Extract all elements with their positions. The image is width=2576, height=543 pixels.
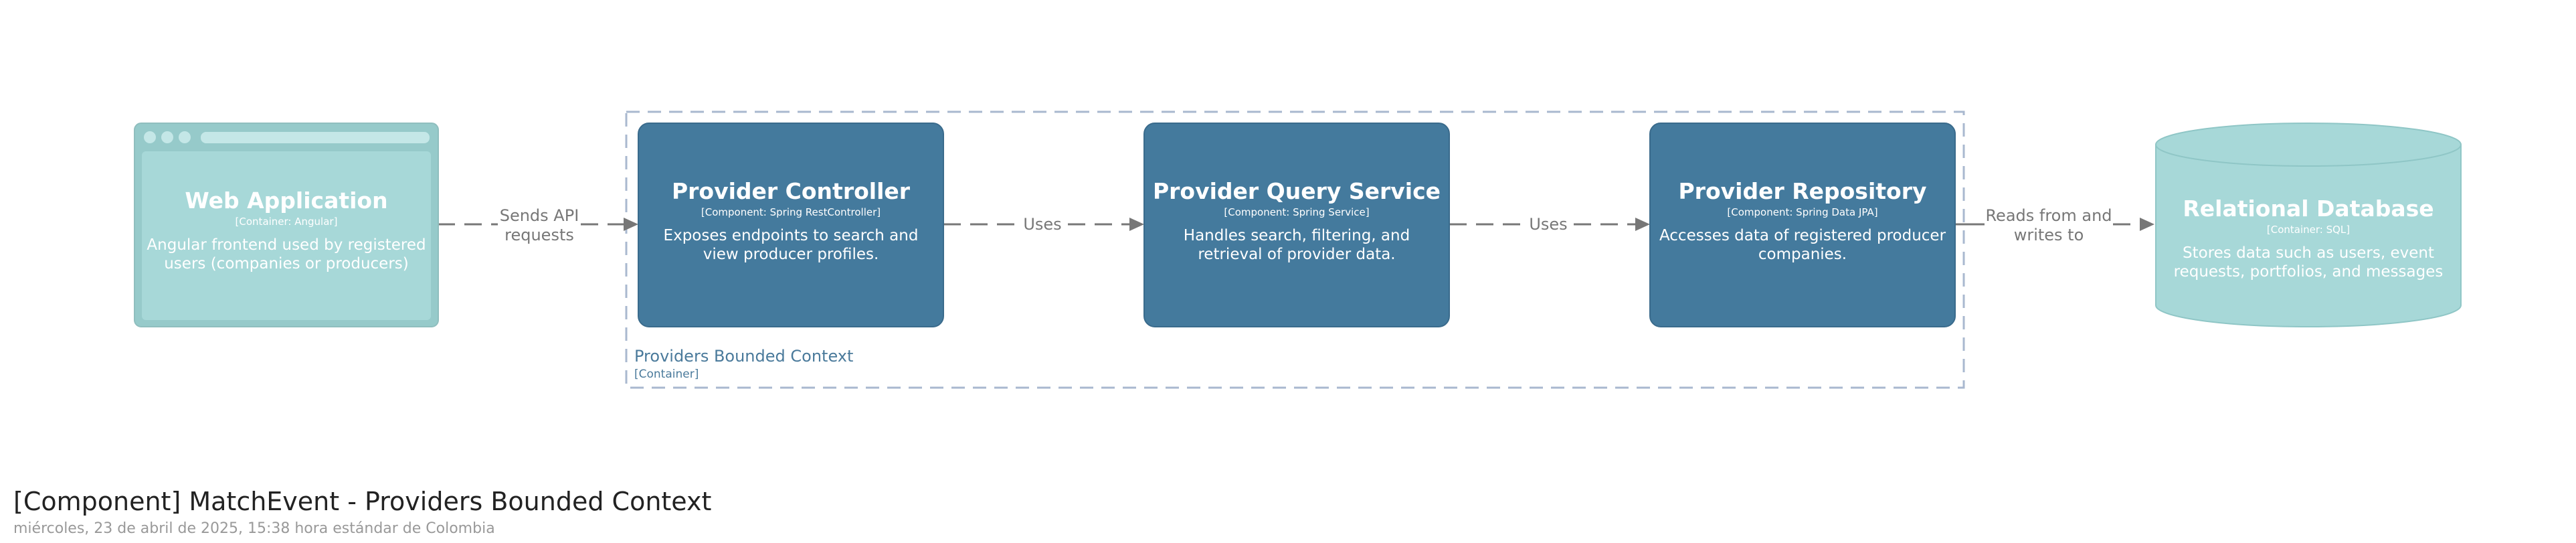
arrowhead-icon [1635, 218, 1650, 231]
node-title: Provider Controller [671, 178, 911, 204]
window-dot-icon [179, 131, 191, 143]
arrowhead-icon [1129, 218, 1144, 231]
node-title: Web Application [185, 187, 388, 214]
arrowhead-icon [624, 218, 638, 231]
window-dot-icon [144, 131, 156, 143]
edge-label-sends-api-requests: Sends API requests [499, 206, 579, 244]
node-description: Stores data such as users, event request… [2173, 244, 2444, 281]
node-technology: [Component: Spring Data JPA] [1727, 206, 1878, 218]
window-dot-icon [161, 131, 173, 143]
node-technology: [Component: Spring Service] [1224, 206, 1370, 218]
edge-label-uses: Uses [1529, 215, 1568, 234]
relational-database-node[interactable] [2155, 123, 2462, 327]
node-title: Provider Query Service [1152, 178, 1441, 204]
relational-database-text: Relational Database [Container: SQL] Sto… [2168, 196, 2449, 281]
node-description: Handles search, filtering, and retrieval… [1183, 227, 1410, 263]
node-technology: [Container: Angular] [235, 216, 338, 228]
edge-label-uses: Uses [1023, 215, 1062, 234]
web-application-text: Web Application [Container: Angular] Ang… [142, 187, 431, 273]
arrowhead-icon [2140, 218, 2154, 231]
provider-controller-node[interactable] [638, 123, 944, 327]
provider-controller-text: Provider Controller [Component: Spring R… [646, 178, 935, 264]
provider-query-service-node[interactable] [1143, 123, 1450, 327]
edge-repository-to-database [1955, 218, 2154, 231]
provider-query-service-text: Provider Query Service [Component: Sprin… [1152, 178, 1441, 264]
node-description: Exposes endpoints to search and view pro… [663, 227, 919, 263]
address-bar [201, 132, 430, 143]
node-description: Angular frontend used by registered user… [147, 236, 426, 273]
provider-repository-node[interactable] [1649, 123, 1956, 327]
edge-web-to-controller [438, 218, 638, 231]
provider-repository-text: Provider Repository [Component: Spring D… [1658, 178, 1947, 264]
boundary-box [625, 110, 1965, 389]
node-title: Relational Database [2183, 196, 2434, 222]
node-technology: [Container: SQL] [2266, 224, 2351, 236]
edge-service-to-repository [1449, 218, 1650, 231]
node-description: Accesses data of registered producer com… [1659, 227, 1946, 263]
diagram-timestamp: miércoles, 23 de abril de 2025, 15:38 ho… [13, 520, 495, 537]
node-title: Provider Repository [1678, 178, 1927, 204]
boundary-title: Providers Bounded Context [634, 347, 854, 366]
node-technology: [Component: Spring RestController] [701, 206, 881, 218]
boundary-label: Providers Bounded Context [Container] [634, 346, 853, 382]
diagram-title: [Component] MatchEvent - Providers Bound… [13, 487, 712, 516]
edge-controller-to-service [943, 218, 1144, 231]
web-application-node[interactable] [134, 123, 439, 327]
boundary-technology: [Container] [634, 368, 699, 381]
edge-label-reads-writes: Reads from and writes to [1985, 206, 2112, 244]
